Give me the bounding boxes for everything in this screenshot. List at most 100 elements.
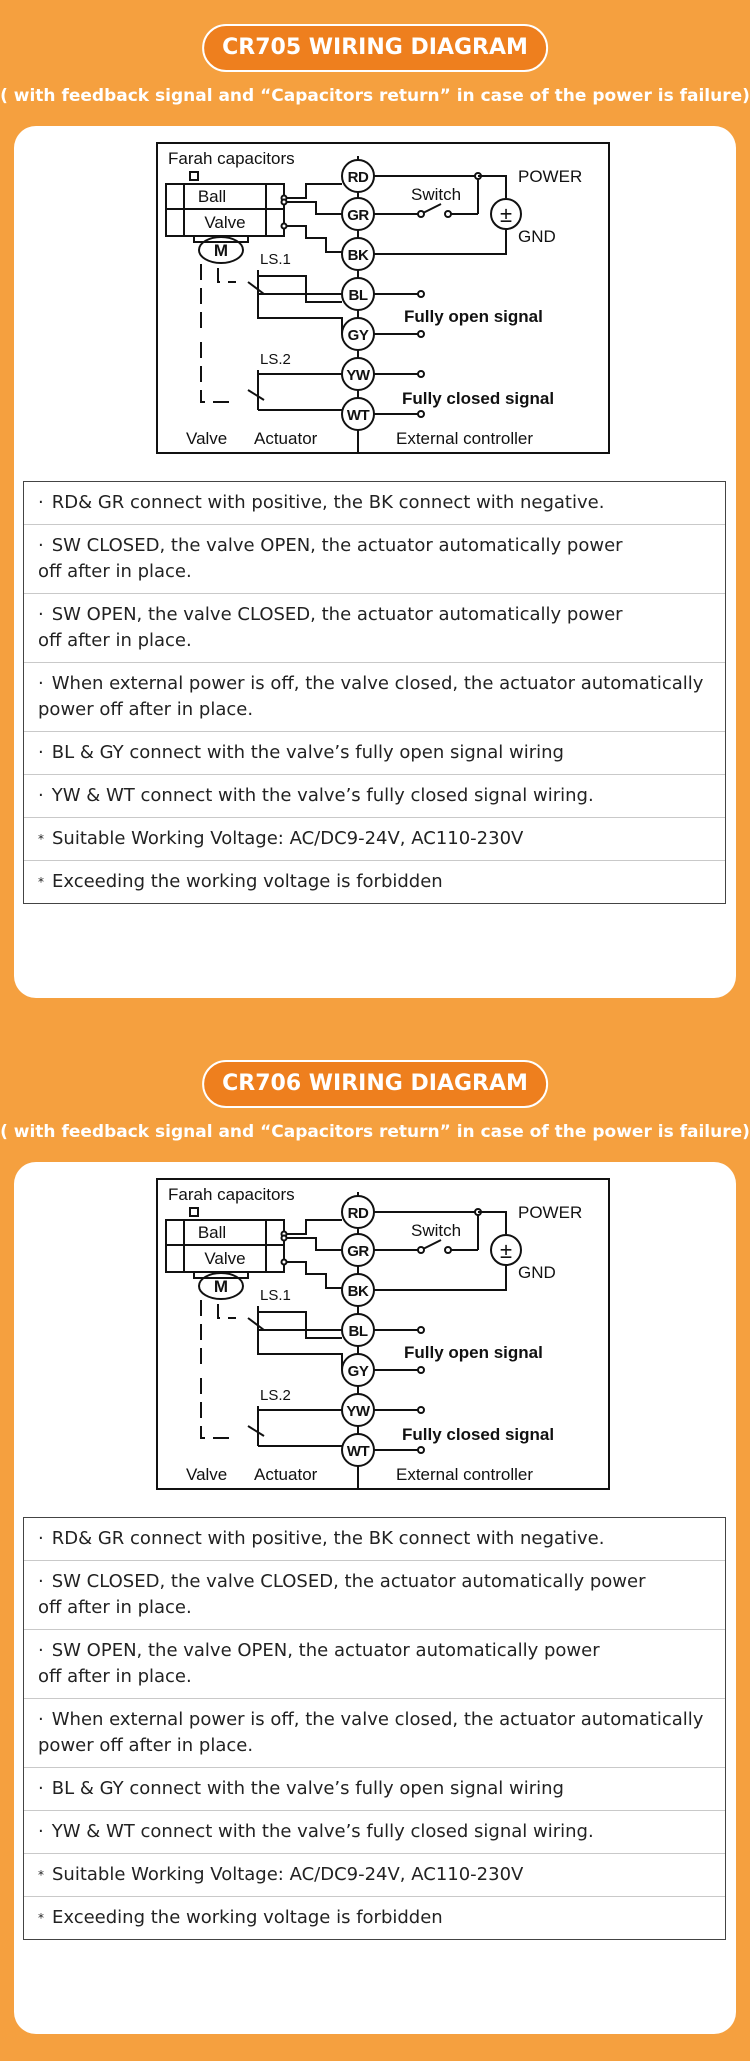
closed-signal-label: Fully closed signal	[402, 1425, 554, 1444]
wire-label-bl: BL	[349, 287, 368, 304]
section-subtitle: ( with feedback signal and “Capacitors r…	[0, 86, 750, 106]
note-item: ·SW CLOSED, the valve OPEN, the actuator…	[24, 525, 725, 594]
wire-label-gr: GR	[347, 1243, 369, 1260]
note-text: Exceeding the working voltage is forbidd…	[52, 871, 443, 892]
note-item: · YW & WT connect with the valve’s fully …	[24, 775, 725, 818]
note-text: Exceeding the working voltage is forbidd…	[52, 1907, 443, 1928]
switch-label: Switch	[411, 1221, 461, 1240]
capacitors-label: Farah capacitors	[168, 149, 295, 168]
gnd-label: GND	[518, 1263, 556, 1282]
power-label: POWER	[518, 1203, 582, 1222]
capacitor-icon	[189, 171, 199, 181]
ball-label: Ball	[198, 1223, 226, 1242]
note-bullet: ·	[38, 1571, 44, 1592]
section-cr706: CR706 WIRING DIAGRAM ( with feedback sig…	[0, 1036, 750, 2061]
section-title: CR705 WIRING DIAGRAM	[202, 24, 548, 72]
note-bullet: ·	[38, 492, 44, 513]
valve-bottom-label: Valve	[186, 429, 227, 448]
note-item: · YW & WT connect with the valve’s fully …	[24, 1811, 725, 1854]
note-bullet: ·	[38, 535, 44, 556]
open-signal-label: Fully open signal	[404, 307, 543, 326]
wire-label-wt: WT	[347, 407, 370, 424]
note-text: SW CLOSED, the valve OPEN, the actuator …	[38, 535, 623, 582]
diagram-lines	[156, 142, 610, 454]
power-symbol: ±	[500, 202, 512, 227]
ls1-switch	[247, 1317, 265, 1331]
note-text: BL & GY connect with the valve’s fully o…	[51, 742, 564, 763]
valve-label: Valve	[204, 1249, 245, 1268]
wire-label-yw: YW	[346, 367, 371, 384]
note-text: Suitable Working Voltage: AC/DC9-24V, AC…	[52, 828, 524, 849]
note-bullet: ·	[38, 785, 44, 806]
actuator-label: Actuator	[254, 429, 318, 448]
diagram-frame	[156, 142, 610, 454]
section-subtitle: ( with feedback signal and “Capacitors r…	[0, 1122, 750, 1142]
external-controller-label: External controller	[396, 429, 533, 448]
wiring-svg: Farah capacitorsBallValveMRDGRBKBLGYYWWT…	[156, 1178, 610, 1490]
note-item: * Suitable Working Voltage: AC/DC9-24V, A…	[24, 818, 725, 861]
notes-table: · RD& GR connect with positive, the BK co…	[23, 481, 726, 904]
wire-label-gy: GY	[348, 1363, 369, 1380]
note-text: Suitable Working Voltage: AC/DC9-24V, AC…	[52, 1864, 524, 1885]
note-text: YW & WT connect with the valve’s fully c…	[51, 1821, 594, 1842]
note-item: ·BL & GY connect with the valve’s fully …	[24, 1768, 725, 1811]
note-text: SW OPEN, the valve CLOSED, the actuator …	[38, 604, 623, 651]
section-cr705: CR705 WIRING DIAGRAM ( with feedback sig…	[0, 0, 750, 1020]
note-item: ·SW OPEN, the valve CLOSED, the actuator…	[24, 594, 725, 663]
ls1-label: LS.1	[260, 1287, 291, 1304]
ls2-label: LS.2	[260, 351, 291, 368]
ls2-label: LS.2	[260, 1387, 291, 1404]
note-text: SW CLOSED, the valve CLOSED, the actuato…	[38, 1571, 646, 1618]
note-text: SW OPEN, the valve OPEN, the actuator au…	[38, 1640, 600, 1687]
diagram-lines	[156, 1178, 610, 1490]
closed-signal-label: Fully closed signal	[402, 389, 554, 408]
wire-label-bk: BK	[348, 1283, 369, 1300]
note-bullet: *	[38, 832, 44, 846]
note-text: YW & WT connect with the valve’s fully c…	[51, 785, 594, 806]
wire-label-gr: GR	[347, 207, 369, 224]
note-item: * Exceeding the working voltage is forbid…	[24, 1897, 725, 1939]
wire-label-bk: BK	[348, 247, 369, 264]
note-text: RD& GR connect with positive, the BK con…	[51, 492, 605, 513]
note-bullet: *	[38, 1868, 44, 1882]
valve-label: Valve	[204, 213, 245, 232]
open-signal-label: Fully open signal	[404, 1343, 543, 1362]
note-bullet: ·	[38, 1640, 44, 1661]
note-item: · RD& GR connect with positive, the BK co…	[24, 482, 725, 525]
capacitor-icon	[189, 1207, 199, 1217]
actuator-label: Actuator	[254, 1465, 318, 1484]
gnd-label: GND	[518, 227, 556, 246]
note-item: ·When external power is off, the valve c…	[24, 663, 725, 732]
note-bullet: ·	[38, 742, 44, 763]
note-bullet: ·	[38, 1528, 44, 1549]
ls1-label: LS.1	[260, 251, 291, 268]
ls1-switch	[247, 281, 265, 295]
note-item: ·SW CLOSED, the valve CLOSED, the actuat…	[24, 1561, 725, 1630]
note-text: When external power is off, the valve cl…	[38, 673, 704, 720]
note-bullet: *	[38, 1911, 44, 1925]
note-text: RD& GR connect with positive, the BK con…	[51, 1528, 605, 1549]
ball-label: Ball	[198, 187, 226, 206]
note-item: · RD& GR connect with positive, the BK co…	[24, 1518, 725, 1561]
section-title: CR706 WIRING DIAGRAM	[202, 1060, 548, 1108]
ls2-switch	[247, 1425, 265, 1437]
switch-label: Switch	[411, 185, 461, 204]
wire-label-wt: WT	[347, 1443, 370, 1460]
external-controller-label: External controller	[396, 1465, 533, 1484]
wire-label-yw: YW	[346, 1403, 371, 1420]
note-item: · BL & GY connect with the valve’s fully …	[24, 732, 725, 775]
capacitors-label: Farah capacitors	[168, 1185, 295, 1204]
note-bullet: ·	[38, 1821, 44, 1842]
note-item: * Suitable Working Voltage: AC/DC9-24V, A…	[24, 1854, 725, 1897]
note-bullet: ·	[38, 673, 44, 694]
ls2-switch	[247, 389, 265, 401]
wire-label-bl: BL	[349, 1323, 368, 1340]
note-bullet: ·	[38, 604, 44, 625]
note-text: BL & GY connect with the valve’s fully o…	[51, 1778, 564, 1799]
note-item: ·SW OPEN, the valve OPEN, the actuator a…	[24, 1630, 725, 1699]
motor-label: M	[214, 1277, 228, 1296]
